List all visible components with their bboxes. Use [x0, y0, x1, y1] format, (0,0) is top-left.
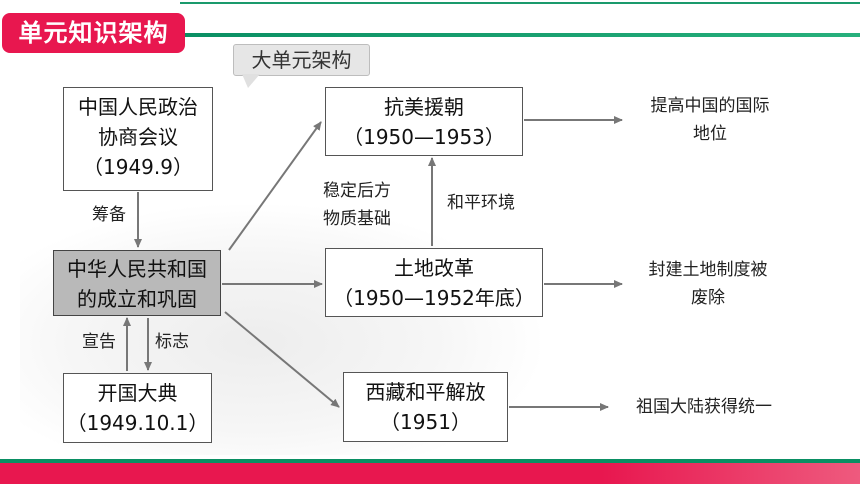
- result-tibet: 祖国大陆获得统一: [614, 393, 794, 421]
- result-land-line1: 封建土地制度被: [648, 260, 768, 280]
- node-land-line1: 土地改革: [394, 256, 474, 280]
- edge-label-peace: 和平环境: [447, 193, 515, 213]
- node-tibet-line1: 西藏和平解放: [365, 380, 486, 404]
- result-korea-line1: 提高中国的国际: [650, 96, 770, 116]
- result-land: 封建土地制度被 废除: [628, 256, 788, 312]
- node-prc: 中华人民共和国 的成立和巩固: [53, 250, 221, 316]
- callout-tail: [242, 74, 260, 88]
- result-tibet-line1: 祖国大陆获得统一: [636, 397, 772, 417]
- node-ceremony: 开国大典 （1949.10.1）: [63, 373, 212, 443]
- edge-prc-tibet: [224, 311, 340, 408]
- node-land: 土地改革 （1950—1952年底）: [325, 248, 543, 317]
- edge-label-stability-1: 稳定后方: [323, 181, 391, 201]
- node-cppcc-line3: （1949.9）: [83, 155, 193, 179]
- node-korea-line2: （1950—1953）: [343, 125, 505, 149]
- edge-prc-korea: [228, 121, 322, 251]
- node-ceremony-line2: （1949.10.1）: [66, 411, 209, 435]
- node-korea: 抗美援朝 （1950—1953）: [325, 87, 523, 156]
- node-land-line2: （1950—1952年底）: [333, 286, 535, 310]
- callout-label: 大单元架构: [233, 44, 370, 76]
- node-prc-line2: 的成立和巩固: [77, 287, 197, 311]
- node-cppcc: 中国人民政治 协商会议 （1949.9）: [63, 87, 213, 191]
- footer-accent-line: [0, 459, 860, 463]
- edge-label-stability-2: 物质基础: [323, 209, 391, 229]
- result-korea-line2: 地位: [693, 124, 727, 144]
- node-cppcc-line2: 协商会议: [98, 125, 178, 149]
- result-korea: 提高中国的国际 地位: [630, 92, 790, 148]
- result-land-line2: 废除: [691, 288, 725, 308]
- top-accent-line: [180, 2, 860, 4]
- edge-label-prepare: 筹备: [92, 205, 126, 225]
- header-divider: [180, 33, 860, 37]
- node-cppcc-line1: 中国人民政治: [78, 95, 198, 119]
- node-korea-line1: 抗美援朝: [384, 95, 464, 119]
- node-ceremony-line1: 开国大典: [97, 381, 178, 405]
- edge-label-announce: 宣告: [82, 332, 116, 352]
- footer-bar: [0, 459, 860, 484]
- unit-title: 单元知识架构: [2, 13, 185, 53]
- node-prc-line1: 中华人民共和国: [67, 257, 207, 281]
- edge-label-symbol: 标志: [155, 332, 189, 352]
- node-tibet: 西藏和平解放 （1951）: [343, 372, 508, 442]
- node-tibet-line2: （1951）: [380, 410, 471, 434]
